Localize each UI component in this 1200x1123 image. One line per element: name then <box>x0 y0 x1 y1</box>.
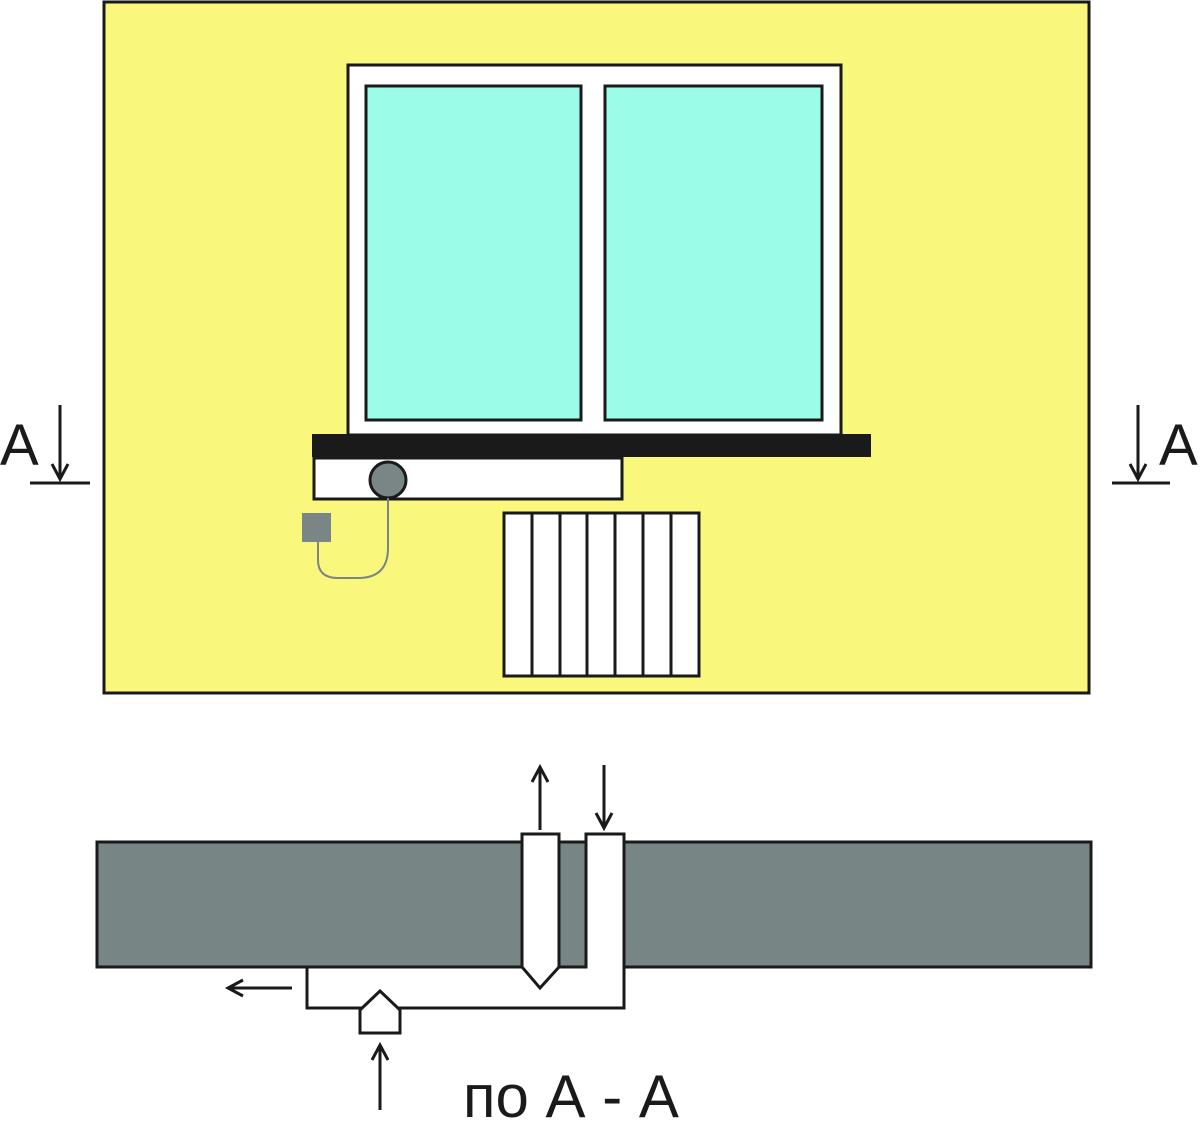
section-caption: по А - А <box>463 1063 679 1123</box>
window-pane-left <box>364 84 583 422</box>
arrow-left-head <box>224 978 244 998</box>
room-air-intake <box>358 988 402 1035</box>
section-view: по А - А <box>95 763 1093 1123</box>
arrow-up-head <box>370 1041 390 1061</box>
section-mark-left-label: А <box>0 413 39 478</box>
room-inflow-arrow <box>370 1041 390 1110</box>
section-mark-left: А <box>0 405 90 485</box>
ventilation-unit <box>312 456 624 501</box>
window-pane-right <box>603 84 824 422</box>
controller-wire <box>317 498 389 579</box>
radiator <box>502 511 701 678</box>
section-mark-right-label: А <box>1159 413 1198 478</box>
section-mark-right-arrow-head <box>1128 463 1148 483</box>
radiator-body <box>502 511 701 678</box>
section-mark-left-arrow-head <box>50 463 70 483</box>
window <box>346 63 843 437</box>
ventilation-fan-icon <box>368 460 408 500</box>
arrow-up-head <box>530 763 550 783</box>
ventilation-unit-body <box>312 456 624 501</box>
room-outflow-arrow <box>224 978 292 998</box>
exhaust-tube <box>520 832 561 991</box>
controller-box <box>302 513 331 542</box>
window-sill <box>312 434 871 457</box>
elevation-view <box>102 0 1091 695</box>
controller <box>302 498 389 579</box>
supply-airflow-arrow <box>594 765 614 832</box>
arrow-down-head <box>594 812 614 832</box>
supply-duct <box>305 832 626 1010</box>
section-mark-right: А <box>1112 405 1198 485</box>
exhaust-airflow-arrow <box>530 763 550 830</box>
